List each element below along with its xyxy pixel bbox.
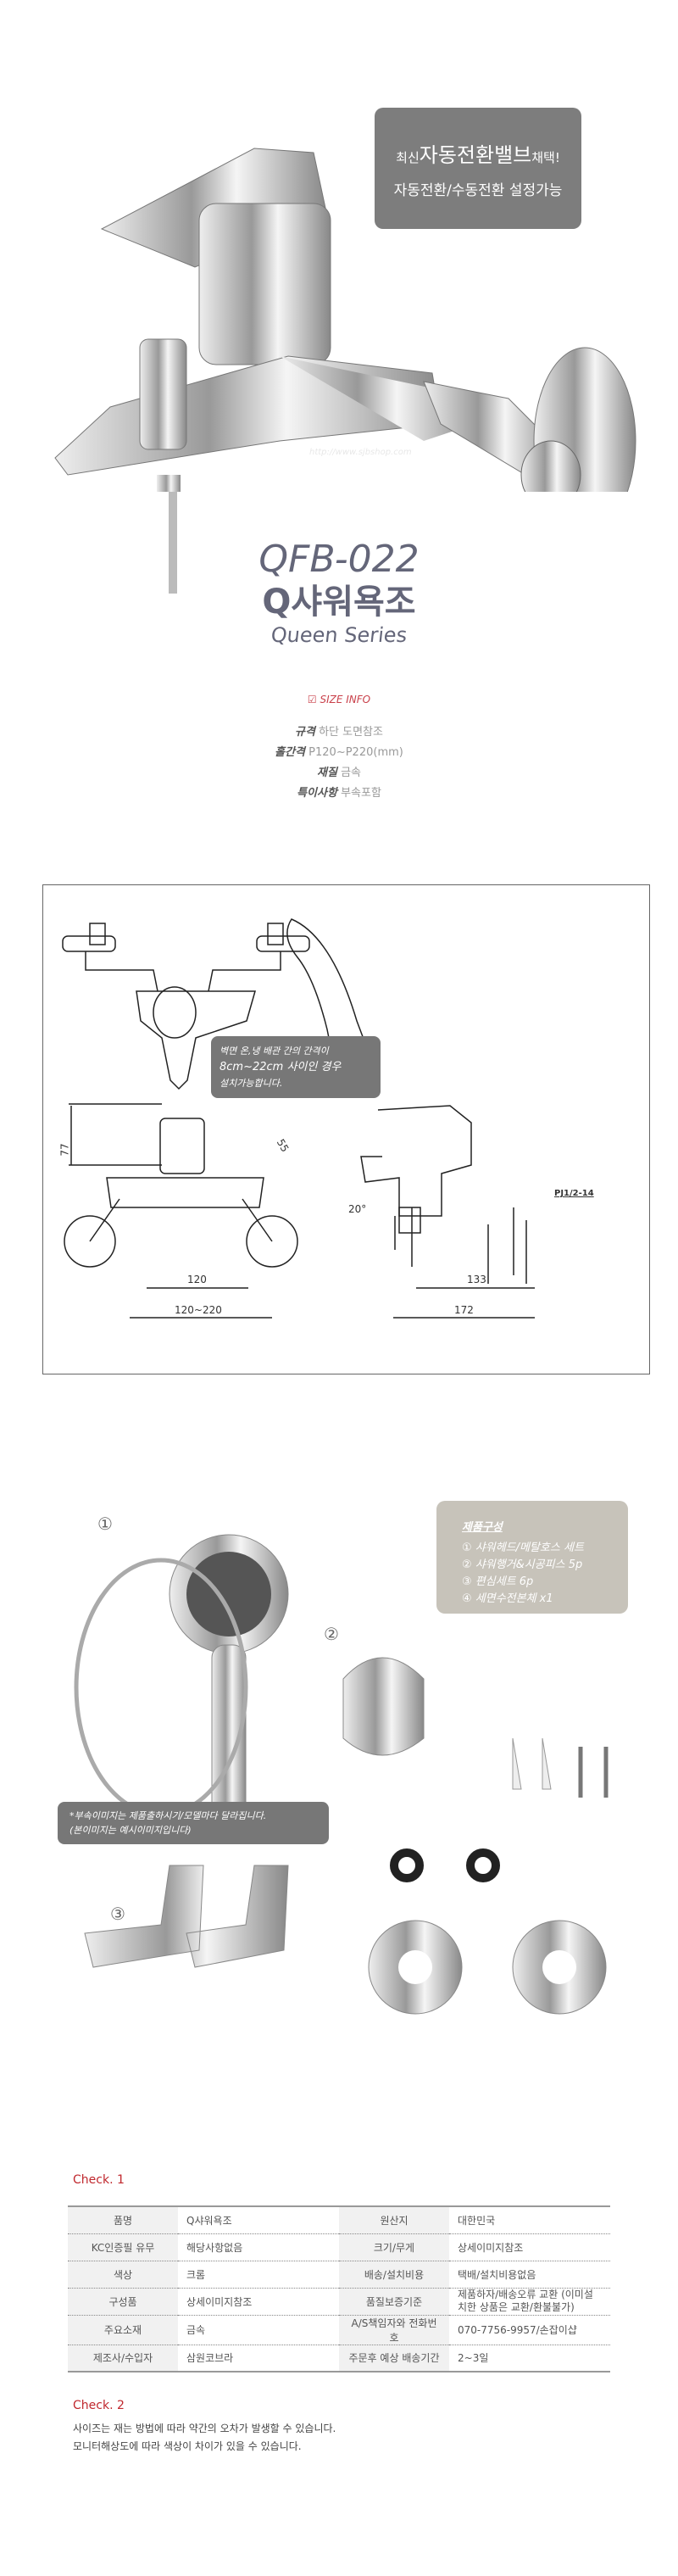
faucet-product-image (54, 148, 636, 492)
note-line: 벽면 온,냉 배관 간의 간격이 (220, 1045, 329, 1057)
table-key: 품질보증기준 (339, 2288, 449, 2316)
marker-1: ① (97, 1514, 113, 1534)
table-key: 품명 (68, 2206, 178, 2234)
spec-key: 재질 (317, 767, 337, 779)
notice-line: 사이즈는 재는 방법에 따라 약간의 오차가 발생할 수 있습니다. (73, 2423, 336, 2434)
components-title: 제품구성 (462, 1521, 503, 1534)
product-series: Queen Series (270, 623, 408, 647)
table-value: Q샤워욕조 (178, 2206, 339, 2234)
table-key: A/S책임자와 전화번호 (339, 2315, 449, 2345)
spec-row: 홀간격 P120~P220(mm) (0, 743, 678, 759)
table-key: 구성품 (68, 2288, 178, 2316)
marker-3: ③ (110, 1904, 125, 1924)
size-info-label: SIZE INFO (320, 694, 371, 705)
parts-image (74, 1534, 609, 2015)
note-line: (본이미지는 예시이미지입니다) (69, 1825, 192, 1836)
drawing-lines (62, 918, 535, 1319)
badge-suffix: 채택! (531, 150, 560, 165)
accessory-note: *부속이미지는 제품출하시기/모델마다 달라집니다. (본이미지는 예시이미지입… (58, 1802, 329, 1844)
table-value: 택배/설치비용없음 (449, 2261, 610, 2289)
technical-drawing: 77 55 120 120~220 133 172 20° PJ1/2-14 벽… (42, 884, 650, 1374)
spec-value: 부속포함 (341, 787, 381, 800)
table-value: 대한민국 (449, 2206, 610, 2234)
table-value: 2~3일 (449, 2345, 610, 2372)
dim-133: 133 (467, 1274, 486, 1285)
table-key: 배송/설치비용 (339, 2261, 449, 2289)
spec-row: 특이사항 부속포함 (0, 783, 678, 800)
spec-key: 홀간격 (275, 746, 306, 759)
table-key: 크기/무게 (339, 2233, 449, 2261)
dim-120: 120 (187, 1274, 207, 1285)
table-value: 금속 (178, 2315, 339, 2345)
check2-title: Check. 2 (73, 2399, 125, 2412)
notice-line: 모니터해상도에 따라 색상이 차이가 있을 수 있습니다. (73, 2440, 302, 2452)
components-box: 제품구성 ① 샤워헤드/메탈호스 세트 ② 샤워행거&시공피스 5p ③ 편심세… (436, 1501, 628, 1614)
table-key: 주문후 예상 배송기간 (339, 2345, 449, 2372)
note-line: 설치가능합니다. (220, 1078, 283, 1089)
product-model: QFB-022 (258, 538, 420, 581)
spec-row: 재질 금속 (0, 763, 678, 779)
table-value: 해당사항없음 (178, 2233, 339, 2261)
table-value: 070-7756-9957/손잡이샵 (449, 2315, 610, 2345)
component-item: ④ 세면수전본체 x1 (462, 1592, 553, 1605)
marker-2: ② (324, 1624, 339, 1644)
dim-120-220: 120~220 (175, 1304, 222, 1316)
installation-note: 벽면 온,냉 배관 간의 간격이 8cm~22cm 사이인 경우 설치가능합니다… (211, 1036, 381, 1098)
feature-badge: 최신자동전환밸브채택! 자동전환/수동전환 설정가능 (375, 108, 581, 229)
dim-77: 77 (58, 1143, 71, 1157)
table-value: 삼원코브라 (178, 2345, 339, 2372)
spec-key: 규격 (295, 726, 315, 739)
hose (169, 492, 177, 594)
spec-key: 특이사항 (297, 787, 337, 800)
badge-prefix: 최신 (396, 150, 420, 165)
badge-line2: 자동전환/수동전환 설정가능 (393, 182, 563, 199)
component-item: ① 샤워헤드/메탈호스 세트 (462, 1542, 584, 1554)
badge-highlight: 자동전환밸브 (419, 143, 532, 167)
product-name: Q샤워욕조 (262, 583, 416, 622)
table-value: 상세이미지참조 (449, 2233, 610, 2261)
watermark: http://www.sjbshop.com (309, 448, 412, 457)
table-value: 상세이미지참조 (178, 2288, 339, 2316)
spec-row: 규격 하단 도면참조 (0, 722, 678, 739)
check1-title: Check. 1 (73, 2173, 125, 2187)
table-key: 주요소재 (68, 2315, 178, 2345)
spec-value: P120~P220(mm) (308, 746, 403, 759)
table-value: 제품하자/배송오류 교환 (이미설치한 상품은 교환/환불불가) (449, 2288, 610, 2316)
spec-value: 하단 도면참조 (319, 726, 383, 739)
table-key: 색상 (68, 2261, 178, 2289)
checkbox-icon: ☑ (307, 694, 317, 705)
table-key: 제조사/수입자 (68, 2345, 178, 2372)
component-item: ② 샤워행거&시공피스 5p (462, 1558, 583, 1571)
table-value: 크롬 (178, 2261, 339, 2289)
size-info-header: ☑ SIZE INFO (0, 694, 678, 705)
spec-value: 금속 (341, 767, 361, 779)
dim-172: 172 (454, 1304, 474, 1316)
component-item: ③ 편심세트 6p (462, 1575, 534, 1588)
note-line: 8cm~22cm 사이인 경우 (220, 1061, 342, 1073)
note-line: *부속이미지는 제품출하시기/모델마다 달라집니다. (69, 1810, 267, 1821)
table-key: 원산지 (339, 2206, 449, 2234)
thread-spec: PJ1/2-14 (554, 1189, 594, 1198)
table-key: KC인증필 유무 (68, 2233, 178, 2261)
dim-angle: 20° (348, 1203, 367, 1215)
